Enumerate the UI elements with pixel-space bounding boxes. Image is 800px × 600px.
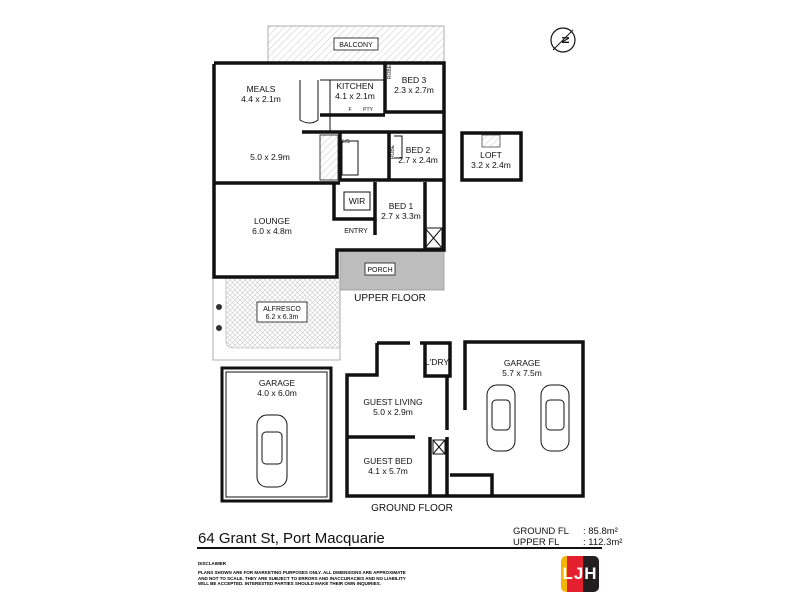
svg-text:2.7 x 2.4m: 2.7 x 2.4m <box>398 155 438 165</box>
svg-text:F: F <box>348 107 351 113</box>
divider <box>197 547 602 549</box>
svg-text:N: N <box>561 36 572 43</box>
svg-text:BED 3: BED 3 <box>402 75 427 85</box>
svg-text:LOFT: LOFT <box>480 150 502 160</box>
plant-icon <box>216 304 222 331</box>
svg-text:BALCONY: BALCONY <box>339 42 373 49</box>
svg-text:WIR: WIR <box>349 196 366 206</box>
disclaimer-text: PLANS SHOWN ARE FOR MARKETING PURPOSES O… <box>198 570 406 586</box>
area-row: GROUND FL: 85.8m² <box>513 526 618 537</box>
disclaimer-heading: DISCLAIMER <box>198 561 226 566</box>
area-row: UPPER FL: 112.3m² <box>513 537 623 548</box>
ground-floor-walls <box>345 340 585 498</box>
svg-text:2.3 x 2.7m: 2.3 x 2.7m <box>394 85 434 95</box>
svg-text:L/S: L/S <box>342 139 350 145</box>
car-icon <box>486 384 516 452</box>
svg-text:ALFRESCO: ALFRESCO <box>263 306 301 313</box>
loft: LOFT 3.2 x 2.4m <box>460 131 523 182</box>
property-address: 64 Grant St, Port Macquarie <box>198 530 385 547</box>
svg-text:5.0 x 2.9m: 5.0 x 2.9m <box>373 407 413 417</box>
svg-text:4.1 x 5.7m: 4.1 x 5.7m <box>368 466 408 476</box>
svg-text:GUEST BED: GUEST BED <box>364 456 413 466</box>
svg-text:UPPER FLOOR: UPPER FLOOR <box>354 293 426 304</box>
svg-text:GARAGE: GARAGE <box>259 378 296 388</box>
svg-text:ROBE: ROBE <box>387 64 393 79</box>
svg-text:LOUNGE: LOUNGE <box>254 216 290 226</box>
upper-floor-walls <box>212 61 446 279</box>
ljh-logo: LJH <box>561 556 599 592</box>
stairs <box>319 134 339 181</box>
north-compass-icon: N <box>550 27 576 53</box>
car-icon <box>256 414 288 488</box>
svg-text:PORCH: PORCH <box>367 267 392 274</box>
svg-text:6.2 x 6.3m: 6.2 x 6.3m <box>266 314 299 321</box>
car-icon <box>540 384 570 452</box>
svg-text:5.7 x 7.5m: 5.7 x 7.5m <box>502 368 542 378</box>
balcony: BALCONY <box>267 25 445 64</box>
svg-text:KITCHEN: KITCHEN <box>336 81 373 91</box>
svg-text:MEALS: MEALS <box>247 84 276 94</box>
svg-text:4.4 x 2.1m: 4.4 x 2.1m <box>241 94 281 104</box>
svg-text:5.0 x 2.9m: 5.0 x 2.9m <box>250 152 290 162</box>
svg-text:BED 1: BED 1 <box>389 201 414 211</box>
floor-areas: GROUND FL: 85.8m² UPPER FL: 112.3m² <box>513 526 622 548</box>
svg-text:2.7 x 3.3m: 2.7 x 3.3m <box>381 211 421 221</box>
svg-text:GARAGE: GARAGE <box>504 358 541 368</box>
svg-text:GUEST LIVING: GUEST LIVING <box>363 397 422 407</box>
svg-text:BED 2: BED 2 <box>406 145 431 155</box>
svg-text:ROBE: ROBE <box>390 144 396 159</box>
svg-text:4.0 x 6.0m: 4.0 x 6.0m <box>257 388 297 398</box>
svg-text:3.2 x 2.4m: 3.2 x 2.4m <box>471 160 511 170</box>
svg-text:PTY: PTY <box>363 107 373 113</box>
svg-text:L'DRY: L'DRY <box>425 357 449 367</box>
svg-text:6.0 x 4.8m: 6.0 x 4.8m <box>252 226 292 236</box>
svg-text:ENTRY: ENTRY <box>344 228 368 235</box>
svg-text:4.1 x 2.1m: 4.1 x 2.1m <box>335 91 375 101</box>
svg-text:GROUND FLOOR: GROUND FLOOR <box>371 503 453 514</box>
detached-garage: GARAGE 4.0 x 6.0m <box>220 366 333 503</box>
